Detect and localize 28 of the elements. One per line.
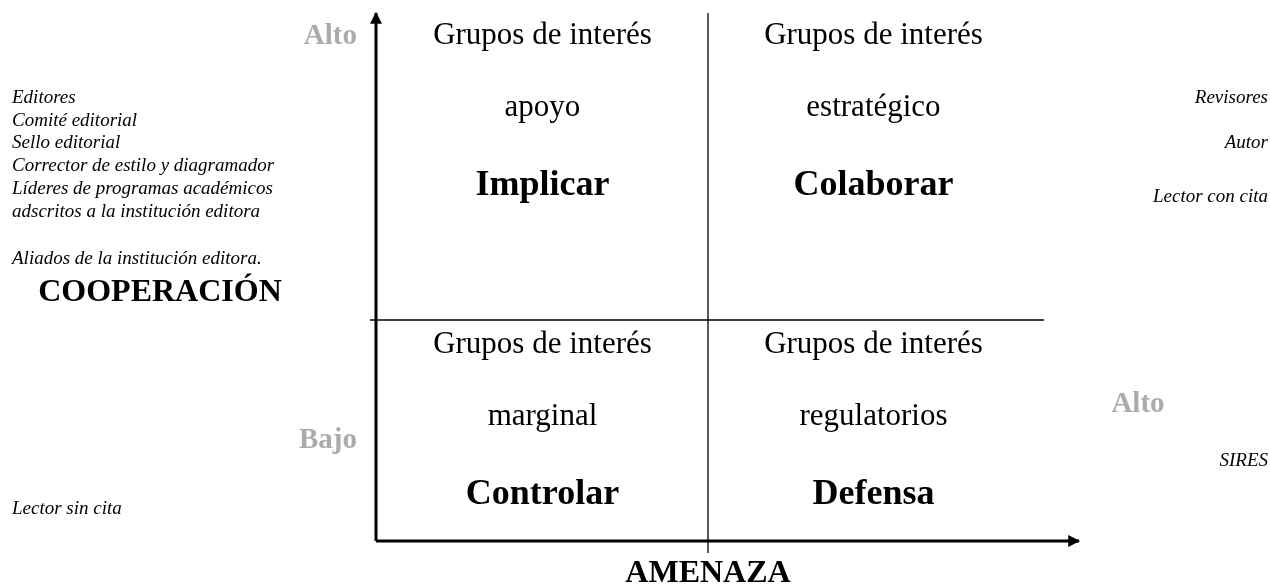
quadrant-strategy: Controlar [464, 471, 621, 513]
axis-title: COOPERACIÓN [38, 271, 282, 309]
stakeholder-name: Sello editorial [12, 131, 121, 153]
stakeholder-name: Lector con cita [1152, 185, 1268, 207]
stakeholder-name: Autor [1224, 131, 1268, 153]
quadrant-subtitle: estratégico [805, 88, 942, 124]
quadrant-heading: Grupos de interés [763, 325, 984, 361]
axis-level-label: Alto [1111, 385, 1165, 419]
quadrant-strategy: Defensa [811, 471, 936, 513]
axis-level-label: Alto [303, 17, 357, 51]
stakeholder-name: Revisores [1194, 86, 1268, 108]
quadrant-heading: Grupos de interés [432, 16, 653, 52]
stakeholder-name: SIRES [1219, 449, 1268, 471]
quadrant-subtitle: marginal [486, 397, 599, 433]
axis-title: AMENAZA [625, 552, 791, 585]
stakeholder-name: Lector sin cita [12, 497, 122, 519]
quadrant-strategy: Implicar [474, 162, 611, 204]
stakeholder-name: Líderes de programas académicos adscritos a la institución editora [12, 176, 274, 222]
stakeholder-name: Editores [12, 86, 76, 108]
quadrant-heading: Grupos de interés [763, 16, 984, 52]
stakeholder-name: Corrector de estilo y diagramador [12, 154, 275, 176]
stakeholder-name: Comité editorial [12, 109, 138, 131]
quadrant-subtitle: regulatorios [798, 397, 949, 433]
quadrant-strategy: Colaborar [792, 162, 955, 204]
quadrant-heading: Grupos de interés [432, 325, 653, 361]
quadrant-subtitle: apoyo [503, 88, 582, 124]
axis-level-label: Bajo [299, 421, 357, 455]
stakeholder-name: Aliados de la institución editora. [12, 247, 262, 269]
